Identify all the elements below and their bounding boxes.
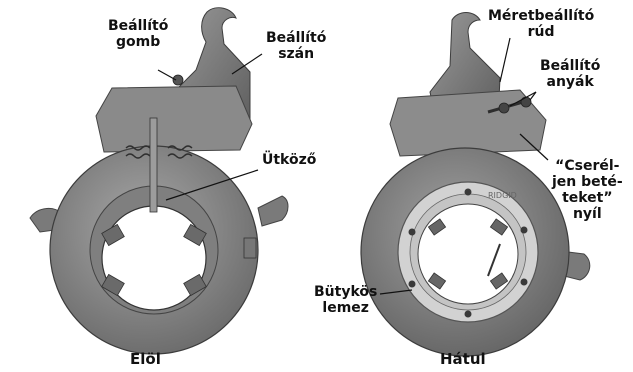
- label-cam-plate-line2: lemez: [314, 300, 377, 316]
- back-opening: [418, 204, 518, 304]
- label-size-rod: Méretbeállító rúd: [488, 8, 594, 40]
- front-stop-pin: [150, 118, 157, 212]
- label-replace-line3: teket”: [552, 190, 623, 206]
- label-size-rod-line1: Méretbeállító: [488, 8, 594, 24]
- label-adjusting-slide: Beállító szán: [266, 30, 326, 62]
- label-adjusting-slide-line2: szán: [266, 46, 326, 62]
- label-adjusting-nuts: Beállító anyák: [540, 58, 600, 90]
- front-die-head: [30, 8, 288, 354]
- label-adjusting-knob: Beállító gomb: [108, 18, 168, 50]
- back-nut-1: [499, 103, 509, 113]
- front-right-tab: [258, 196, 288, 226]
- label-replace-line1: “Cserél-: [552, 158, 623, 174]
- back-ridgid-mark: RIDGID: [488, 191, 517, 200]
- label-replace-line4: nyíl: [552, 206, 623, 222]
- label-adjusting-knob-line2: gomb: [108, 34, 168, 50]
- front-slide-plate: [96, 86, 252, 152]
- label-stop-text: Ütköző: [262, 152, 316, 168]
- label-adjusting-slide-line1: Beállító: [266, 30, 326, 46]
- label-size-rod-line2: rúd: [488, 24, 594, 40]
- label-replace-dies-arrow: “Cserél- jen beté- teket” nyíl: [552, 158, 623, 222]
- label-replace-line2: jen beté-: [552, 174, 623, 190]
- label-stop: Ütköző: [262, 152, 316, 168]
- label-adjusting-nuts-line2: anyák: [540, 74, 600, 90]
- back-nut-2: [521, 97, 531, 107]
- label-cam-plate: Bütykös lemez: [314, 284, 377, 316]
- label-cam-plate-line1: Bütykös: [314, 284, 377, 300]
- caption-front: Elöl: [130, 350, 161, 368]
- caption-back: Hátul: [440, 350, 486, 368]
- label-adjusting-knob-line1: Beállító: [108, 18, 168, 34]
- label-adjusting-nuts-line1: Beállító: [540, 58, 600, 74]
- front-side-bolt: [244, 238, 256, 258]
- front-adjust-knob: [173, 75, 183, 85]
